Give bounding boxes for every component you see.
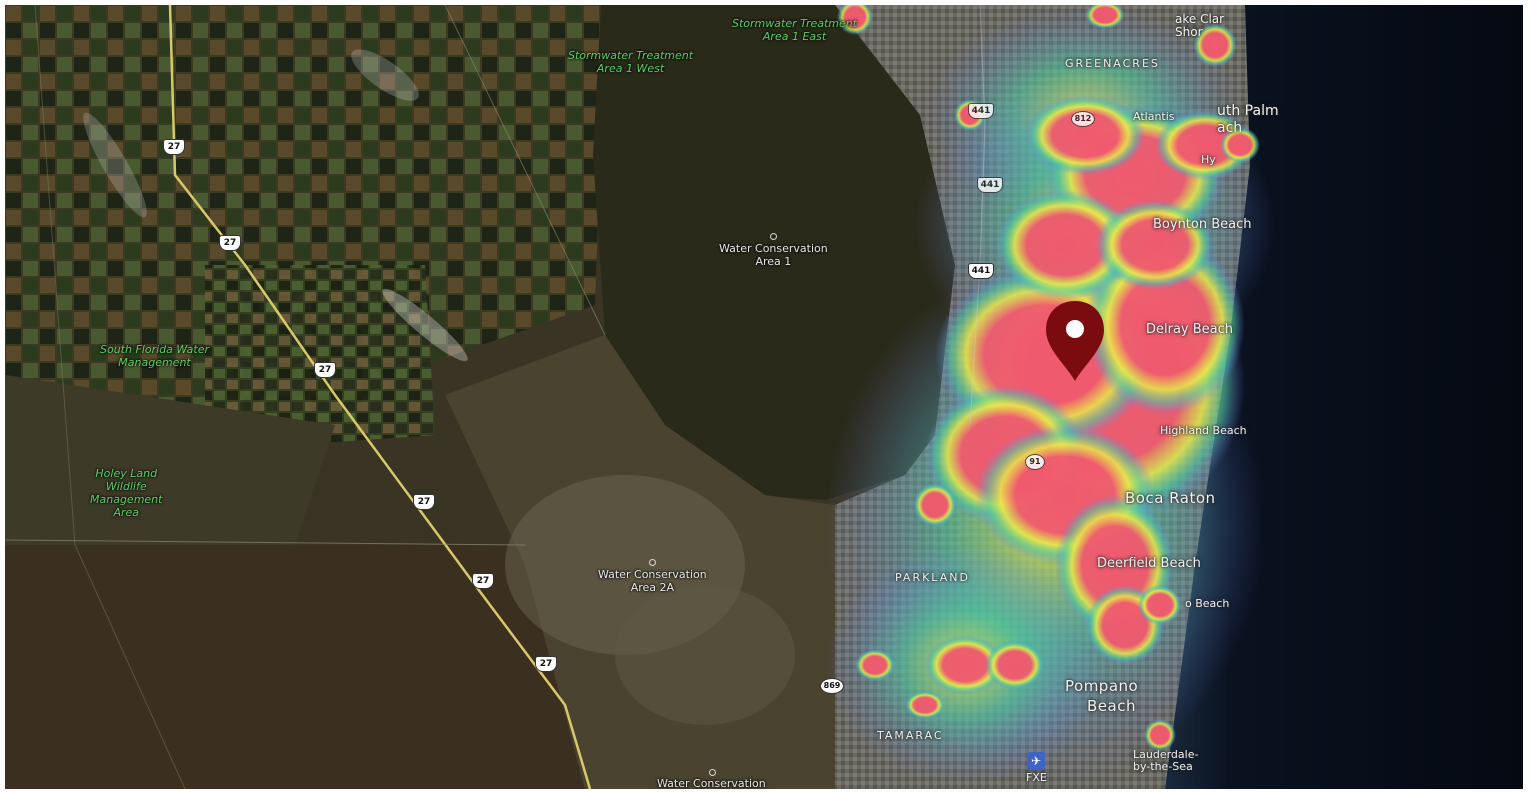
shield-route-812-icon: 812 [1071,111,1095,127]
airport-icon[interactable]: ✈ [1027,752,1045,770]
shield-route-869-icon: 869 [820,678,844,694]
shield-us441-icon: 441 [968,263,994,279]
shield-us27-icon: 27 [535,656,557,672]
map-base-layer [5,5,1523,789]
map-view[interactable]: Stormwater Treatment Area 1 East Stormwa… [5,5,1523,789]
shield-us27-icon: 27 [472,573,494,589]
shield-us27-icon: 27 [413,494,435,510]
shield-us441-icon: 441 [977,177,1003,193]
shield-us441-icon: 441 [968,103,994,119]
shield-us27-icon: 27 [219,235,241,251]
shield-us27-icon: 27 [314,362,336,378]
location-pin-icon[interactable] [1044,299,1106,383]
shield-route-91-icon: 91 [1025,454,1045,470]
shield-us27-icon: 27 [163,139,185,155]
heatmap-layer [825,5,1275,785]
